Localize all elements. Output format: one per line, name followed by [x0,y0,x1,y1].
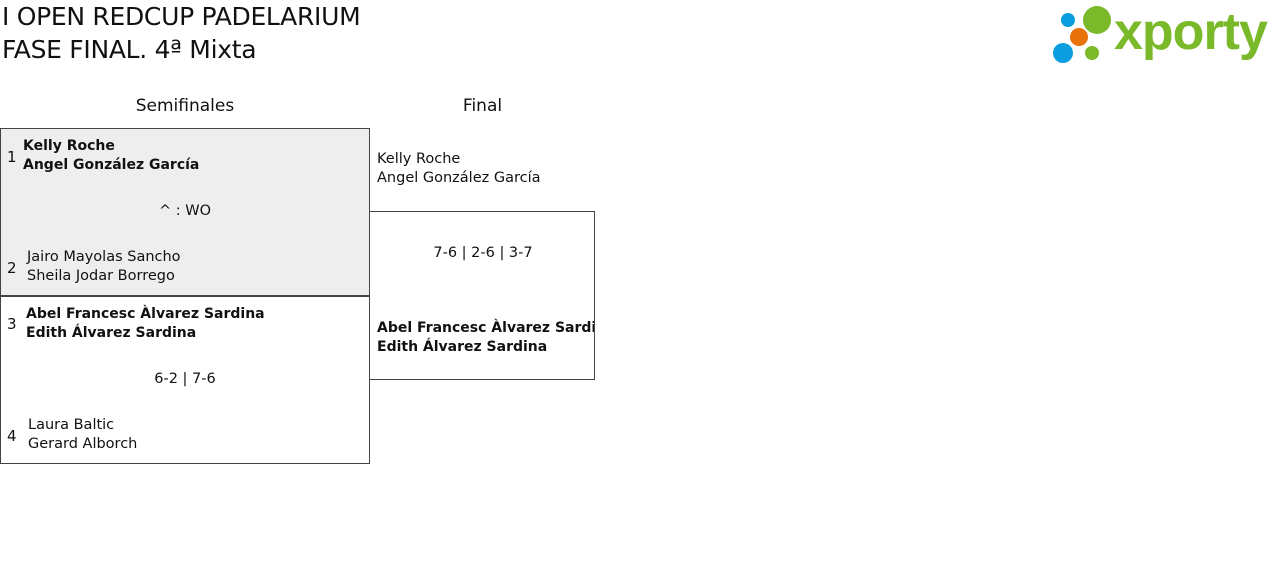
seed-number: 3 [7,315,17,333]
player-name: Gerard Alborch [28,436,138,452]
player-name: Angel González García [23,157,200,173]
tournament-title: I OPEN REDCUP PADELARIUM [2,2,361,31]
seed-number: 2 [7,259,17,277]
logo-dot-icon [1085,46,1099,60]
logo-text: xporty [1114,3,1268,61]
logo-dot-icon [1083,6,1111,34]
player-name: Kelly Roche [23,138,115,154]
player-name: Edith Álvarez Sardina [377,339,548,355]
logo-dot-icon [1070,28,1088,46]
player-name: Angel González García [377,170,541,186]
phase-title: FASE FINAL. 4ª Mixta [2,35,257,64]
logo-dot-icon [1061,13,1075,27]
round-header-final: Final [462,96,503,116]
player-name: Jairo Mayolas Sancho [27,249,181,265]
seed-number: 1 [7,148,17,166]
logo-dot-icon [1053,43,1073,63]
player-name: Abel Francesc Àlvarez Sardina [26,306,265,322]
semifinal-match-1[interactable] [0,128,370,297]
final-match[interactable]: 7-6 | 2-6 | 3-7 Abel Francesc Àlvarez Sa… [369,211,595,380]
round-header-semifinales: Semifinales [135,96,235,116]
match-score: 6-2 | 7-6 [154,371,216,387]
player-name: Sheila Jodar Borrego [27,268,175,284]
player-name: Kelly Roche [377,151,461,167]
match-score: 7-6 | 2-6 | 3-7 [433,245,533,261]
player-name: Abel Francesc Àlvarez Sardin [377,320,595,336]
player-name: Edith Álvarez Sardina [26,325,197,341]
match-score: ^ : WO [158,203,211,219]
seed-number: 4 [7,427,17,445]
player-name: Laura Baltic [28,417,115,433]
